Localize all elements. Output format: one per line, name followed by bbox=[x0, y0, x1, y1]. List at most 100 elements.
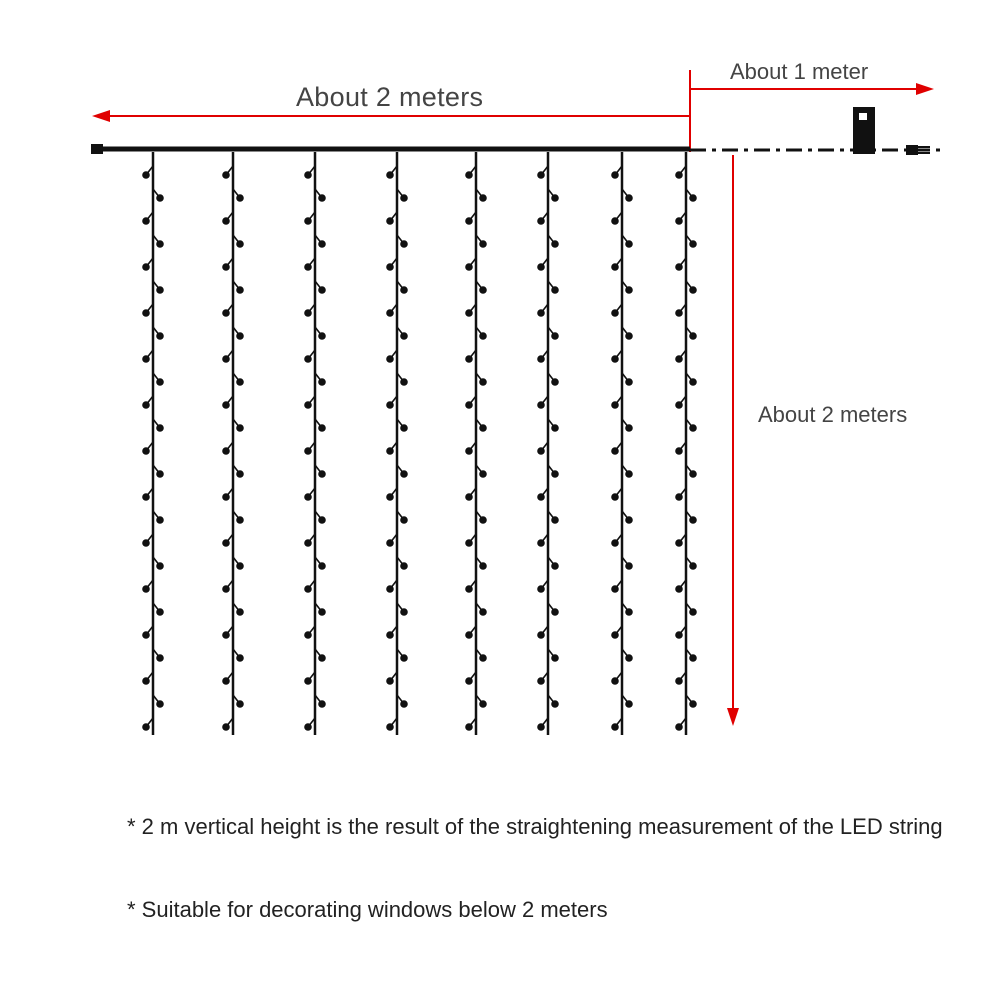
led-bulb-icon bbox=[386, 355, 394, 363]
height-arrowhead bbox=[727, 708, 739, 726]
led-bulb-icon bbox=[611, 723, 619, 731]
led-bulb-icon bbox=[479, 516, 487, 524]
led-bulb-icon bbox=[551, 516, 559, 524]
led-bulb-icon bbox=[400, 608, 408, 616]
led-bulb-icon bbox=[222, 309, 230, 317]
led-bulb-icon bbox=[551, 470, 559, 478]
led-bulb-icon bbox=[479, 654, 487, 662]
led-bulb-icon bbox=[675, 493, 683, 501]
led-bulb-icon bbox=[318, 562, 326, 570]
led-bulb-icon bbox=[386, 401, 394, 409]
led-bulb-icon bbox=[142, 263, 150, 271]
led-bulb-icon bbox=[386, 677, 394, 685]
led-bulb-icon bbox=[156, 608, 164, 616]
led-bulb-icon bbox=[611, 585, 619, 593]
led-bulb-icon bbox=[400, 470, 408, 478]
led-bulb-icon bbox=[611, 263, 619, 271]
led-bulb-icon bbox=[551, 332, 559, 340]
led-bulb-icon bbox=[675, 447, 683, 455]
led-bulb-icon bbox=[479, 194, 487, 202]
led-bulb-icon bbox=[222, 217, 230, 225]
led-bulb-icon bbox=[479, 562, 487, 570]
led-bulb-icon bbox=[537, 263, 545, 271]
led-bulb-icon bbox=[222, 171, 230, 179]
led-bulb-icon bbox=[625, 424, 633, 432]
led-bulb-icon bbox=[689, 470, 697, 478]
led-string bbox=[611, 152, 633, 735]
led-bulb-icon bbox=[400, 516, 408, 524]
led-bulb-icon bbox=[142, 355, 150, 363]
led-bulb-icon bbox=[675, 217, 683, 225]
led-bulb-icon bbox=[479, 378, 487, 386]
led-bulb-icon bbox=[318, 608, 326, 616]
led-string bbox=[537, 152, 559, 735]
led-bulb-icon bbox=[689, 516, 697, 524]
led-bulb-icon bbox=[142, 217, 150, 225]
led-bulb-icon bbox=[222, 263, 230, 271]
led-bulb-icon bbox=[156, 654, 164, 662]
led-bulb-icon bbox=[236, 470, 244, 478]
led-bulb-icon bbox=[386, 309, 394, 317]
led-bulb-icon bbox=[689, 332, 697, 340]
led-bulb-icon bbox=[537, 723, 545, 731]
led-bulb-icon bbox=[222, 585, 230, 593]
led-bulb-icon bbox=[479, 286, 487, 294]
led-bulb-icon bbox=[400, 562, 408, 570]
led-bulb-icon bbox=[400, 700, 408, 708]
led-bulb-icon bbox=[551, 562, 559, 570]
led-bulb-icon bbox=[625, 700, 633, 708]
lead-arrowhead bbox=[916, 83, 934, 95]
led-bulb-icon bbox=[222, 355, 230, 363]
led-bulb-icon bbox=[156, 424, 164, 432]
led-bulb-icon bbox=[479, 700, 487, 708]
led-bulb-icon bbox=[479, 470, 487, 478]
led-bulb-icon bbox=[479, 332, 487, 340]
led-string bbox=[142, 152, 164, 735]
led-bulb-icon bbox=[479, 424, 487, 432]
led-bulb-icon bbox=[142, 401, 150, 409]
led-string bbox=[222, 152, 244, 735]
led-bulb-icon bbox=[465, 171, 473, 179]
led-bulb-icon bbox=[236, 286, 244, 294]
led-bulb-icon bbox=[465, 263, 473, 271]
led-bulb-icon bbox=[318, 240, 326, 248]
led-bulb-icon bbox=[537, 217, 545, 225]
led-bulb-icon bbox=[625, 654, 633, 662]
led-bulb-icon bbox=[551, 654, 559, 662]
led-bulb-icon bbox=[156, 286, 164, 294]
led-string bbox=[386, 152, 408, 735]
led-bulb-icon bbox=[236, 240, 244, 248]
led-bulb-icon bbox=[304, 723, 312, 731]
led-bulb-icon bbox=[304, 217, 312, 225]
led-bulb-icon bbox=[142, 447, 150, 455]
led-bulb-icon bbox=[551, 700, 559, 708]
led-bulb-icon bbox=[304, 263, 312, 271]
led-bulb-icon bbox=[222, 493, 230, 501]
led-bulb-icon bbox=[611, 355, 619, 363]
led-bulb-icon bbox=[537, 171, 545, 179]
led-bulb-icon bbox=[142, 677, 150, 685]
width-arrowhead bbox=[92, 110, 110, 122]
led-bulb-icon bbox=[386, 723, 394, 731]
led-bulb-icon bbox=[318, 332, 326, 340]
led-bulb-icon bbox=[222, 631, 230, 639]
led-bulb-icon bbox=[236, 424, 244, 432]
led-bulb-icon bbox=[675, 355, 683, 363]
led-bulb-icon bbox=[465, 217, 473, 225]
led-bulb-icon bbox=[611, 631, 619, 639]
led-bulb-icon bbox=[611, 539, 619, 547]
led-bulb-icon bbox=[236, 194, 244, 202]
led-bulb-icon bbox=[156, 332, 164, 340]
led-bulb-icon bbox=[611, 217, 619, 225]
led-bulb-icon bbox=[304, 309, 312, 317]
led-bulb-icon bbox=[611, 401, 619, 409]
led-bulb-icon bbox=[675, 723, 683, 731]
led-bulb-icon bbox=[625, 286, 633, 294]
led-bulb-icon bbox=[537, 401, 545, 409]
led-bulb-icon bbox=[625, 562, 633, 570]
led-bulb-icon bbox=[689, 286, 697, 294]
led-bulb-icon bbox=[222, 447, 230, 455]
led-bulb-icon bbox=[537, 309, 545, 317]
led-bulb-icon bbox=[675, 309, 683, 317]
